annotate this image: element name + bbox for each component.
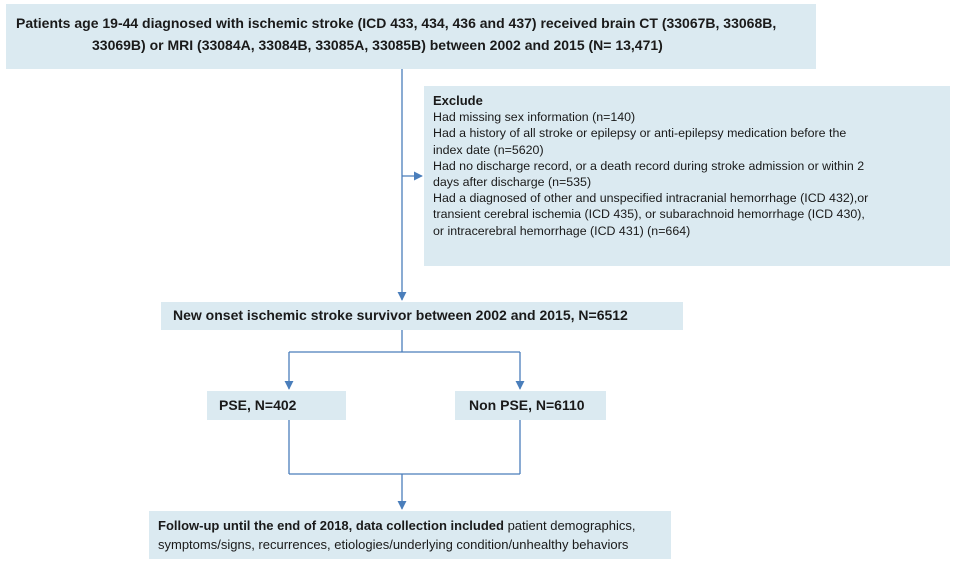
exclusion-item: Had missing sex information (n=140) — [433, 110, 636, 125]
exclusion-item: Had a diagnosed of other and unspecified… — [433, 191, 869, 206]
non-pse-group-text: Non PSE, N=6110 — [469, 397, 585, 413]
exclusion-item: days after discharge (n=535) — [433, 175, 592, 190]
exclusion-item: Had a history of all stroke or epilepsy … — [433, 126, 847, 141]
new-onset-survivor-text: New onset ischemic stroke survivor betwe… — [173, 307, 628, 323]
non-pse-group-box: Non PSE, N=6110 — [455, 391, 606, 420]
follow-up-box: Follow-up until the end of 2018, data co… — [149, 511, 671, 559]
exclusion-title: Exclude — [433, 93, 483, 108]
follow-up-bold-text: Follow-up until the end of 2018, data co… — [158, 518, 504, 533]
exclusion-item: transient cerebral ischemia (ICD 435), o… — [433, 207, 865, 222]
cohort-selection-box: Patients age 19-44 diagnosed with ischem… — [6, 4, 816, 69]
new-onset-survivor-box: New onset ischemic stroke survivor betwe… — [161, 302, 683, 330]
cohort-selection-line1: Patients age 19-44 diagnosed with ischem… — [16, 15, 777, 31]
pse-group-text: PSE, N=402 — [219, 397, 297, 413]
exclusion-item: index date (n=5620) — [433, 142, 544, 157]
exclusion-item: Had no discharge record, or a death reco… — [433, 158, 865, 173]
follow-up-line2: symptoms/signs, recurrences, etiologies/… — [158, 537, 629, 552]
exclusion-item: or intracerebral hemorrhage (ICD 431) (n… — [433, 223, 691, 238]
follow-up-line1-rest: patient demographics, — [503, 518, 636, 533]
cohort-selection-line2: 33069B) or MRI (33084A, 33084B, 33085A, … — [92, 37, 663, 53]
pse-group-box: PSE, N=402 — [207, 391, 346, 420]
exclusion-criteria-box: Exclude Had missing sex information (n=1… — [424, 86, 950, 266]
